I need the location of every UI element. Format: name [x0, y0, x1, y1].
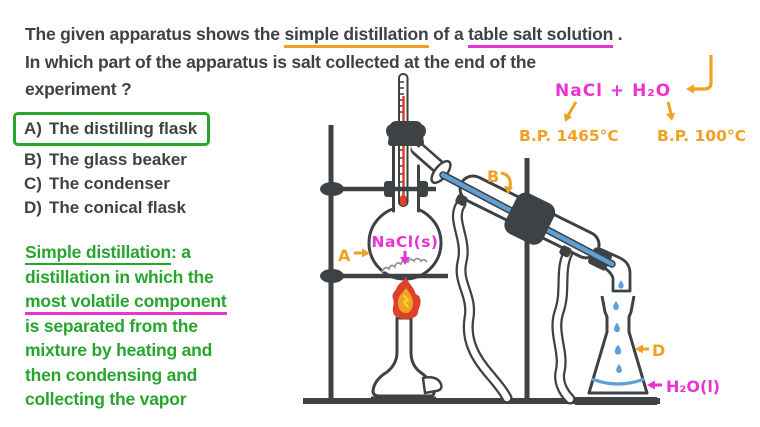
definition-line: collecting the vapor	[25, 389, 187, 409]
label-b-arrow	[500, 171, 513, 194]
option-d: D) The conical flask	[24, 197, 210, 218]
stand-clamps	[320, 181, 448, 283]
option-a-text: The distilling flask	[48, 119, 198, 138]
distilling-flask	[367, 73, 452, 281]
equation-label: NaCl + H₂O	[555, 81, 671, 101]
definition-line: Simple distillation: a	[25, 240, 227, 265]
question-line-3: experiment ?	[25, 79, 132, 99]
bp-salt-label: B.P. 1465°C	[519, 127, 619, 145]
solution-hook-arrow	[686, 55, 713, 94]
condenser-water-tubing-out	[551, 243, 576, 405]
collected-liquid-label: H₂O(l)	[666, 377, 720, 396]
flame-icon	[392, 277, 421, 319]
option-a: A) The distilling flask	[24, 119, 197, 138]
collected-liquid-arrow	[647, 380, 662, 390]
highlight-table-salt-solution: table salt solution	[468, 24, 613, 48]
question-segment: .	[613, 24, 623, 44]
option-b-label: B)	[24, 150, 42, 169]
definition-line: mixture by heating and	[25, 340, 213, 360]
condenser-clamp	[504, 192, 556, 245]
condenser	[439, 171, 632, 293]
question-text: The given apparatus shows the simple dis…	[25, 21, 623, 104]
option-c-label: C)	[24, 174, 42, 193]
conical-flask	[575, 295, 657, 405]
option-b-text: The glass beaker	[48, 150, 187, 169]
water-bp-arrow	[666, 101, 675, 121]
label-a: A	[338, 246, 351, 265]
label-a-arrow	[354, 248, 370, 258]
option-c: C) The condenser	[24, 173, 210, 194]
definition-text: Simple distillation: a distillation in w…	[25, 240, 227, 412]
label-d-arrow	[635, 344, 649, 354]
option-b: B) The glass beaker	[24, 149, 210, 170]
condenser-water-tubing-in	[451, 198, 513, 404]
definition-segment: : a	[170, 242, 191, 262]
question-segment: The given apparatus shows the	[25, 24, 285, 44]
question-line-2: In which part of the apparatus is salt c…	[25, 51, 536, 72]
highlight-simple-distillation: simple distillation	[284, 24, 429, 48]
option-d-label: D)	[24, 198, 42, 217]
bp-water-label: B.P. 100°C	[657, 127, 746, 145]
nacl-bp-arrow	[564, 101, 578, 122]
answer-options: A) The distilling flask B) The glass beake…	[13, 112, 211, 218]
flask-contents-label: NaCl(s)	[371, 233, 438, 251]
option-d-text: The conical flask	[48, 198, 186, 217]
definition-line: most volatile component	[25, 289, 227, 315]
stopper	[386, 121, 426, 146]
gas-inlet	[421, 376, 443, 395]
option-a-label: A)	[24, 119, 42, 138]
option-c-text: The condenser	[48, 174, 170, 193]
definition-term: Simple distillation	[25, 242, 171, 265]
label-d: D	[652, 341, 665, 360]
highlight-most-volatile: most volatile component	[25, 291, 227, 315]
bunsen-burner	[371, 316, 443, 404]
contents-arrow	[400, 251, 410, 265]
question-segment: of a	[428, 24, 469, 44]
definition-line: distillation in which the	[25, 266, 214, 287]
definition-line: then condensing and	[25, 364, 198, 385]
water-level	[591, 377, 645, 386]
definition-line: is separated from the	[25, 315, 198, 336]
correct-answer-box: A) The distilling flask	[13, 112, 211, 146]
label-b: B	[487, 167, 499, 186]
question-line-1: The given apparatus shows the simple dis…	[25, 21, 623, 49]
